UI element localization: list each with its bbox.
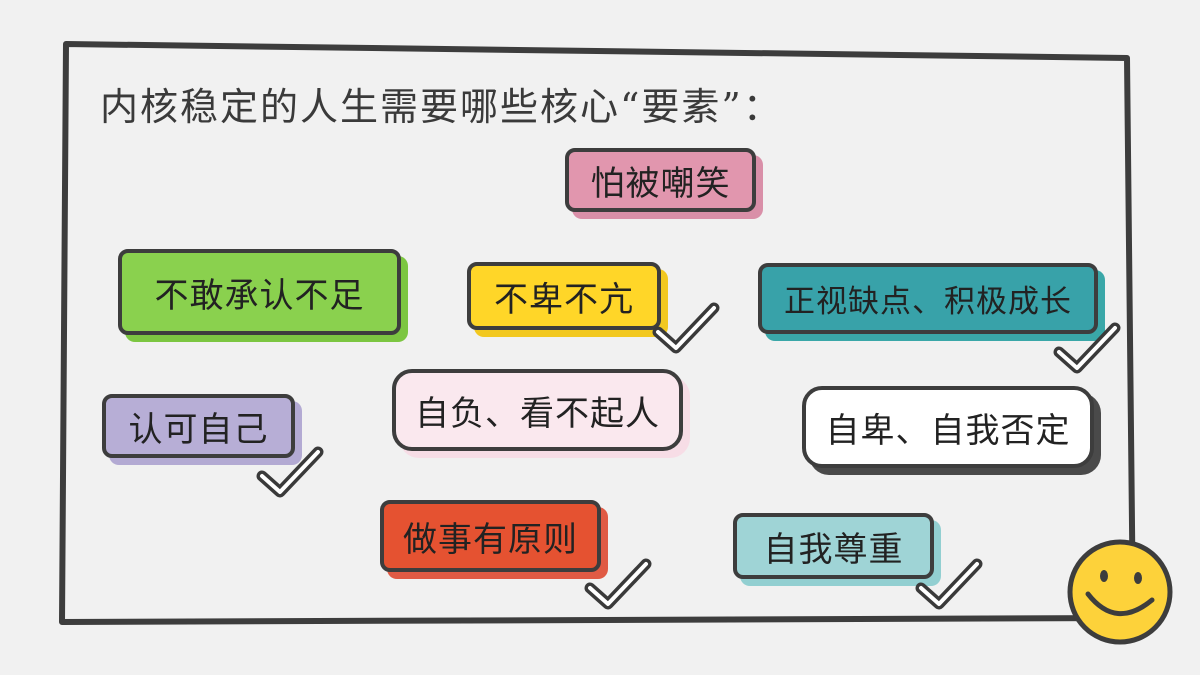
tag-neither-humble-nor-arrogant: 不卑不亢	[467, 262, 661, 330]
tag-label: 认可自己	[128, 409, 269, 450]
tag-arrogant-look-down: 自负、看不起人	[392, 369, 683, 451]
tag-principled: 做事有原则	[380, 500, 601, 572]
tag-face-flaws-grow: 正视缺点、积极成长	[758, 263, 1098, 334]
tag-label: 自负、看不起人	[415, 393, 660, 434]
tag-label: 怕被嘲笑	[590, 163, 731, 204]
tag-accept-yourself: 认可自己	[102, 394, 295, 458]
check-icon	[256, 446, 324, 498]
check-icon	[915, 558, 983, 610]
tag-label: 不敢承认不足	[154, 275, 365, 316]
tag-label: 自卑、自我否定	[825, 410, 1071, 451]
check-icon	[1053, 322, 1121, 374]
tag-afraid-of-ridicule: 怕被嘲笑	[565, 148, 756, 212]
tag-label: 不卑不亢	[494, 279, 634, 320]
tag-inferiority-self-denial: 自卑、自我否定	[802, 386, 1094, 468]
tag-label: 做事有原则	[403, 519, 578, 560]
tag-afraid-to-admit-shortcomings: 不敢承认不足	[118, 249, 401, 335]
tag-label: 自我尊重	[763, 529, 904, 570]
check-icon	[584, 558, 652, 610]
tag-label: 正视缺点、积极成长	[784, 284, 1072, 320]
tag-self-respect: 自我尊重	[733, 513, 934, 579]
check-icon	[652, 302, 720, 354]
page-title: 内核稳定的人生需要哪些核心“要素”：	[100, 85, 783, 129]
smiley-icon	[1067, 539, 1173, 645]
